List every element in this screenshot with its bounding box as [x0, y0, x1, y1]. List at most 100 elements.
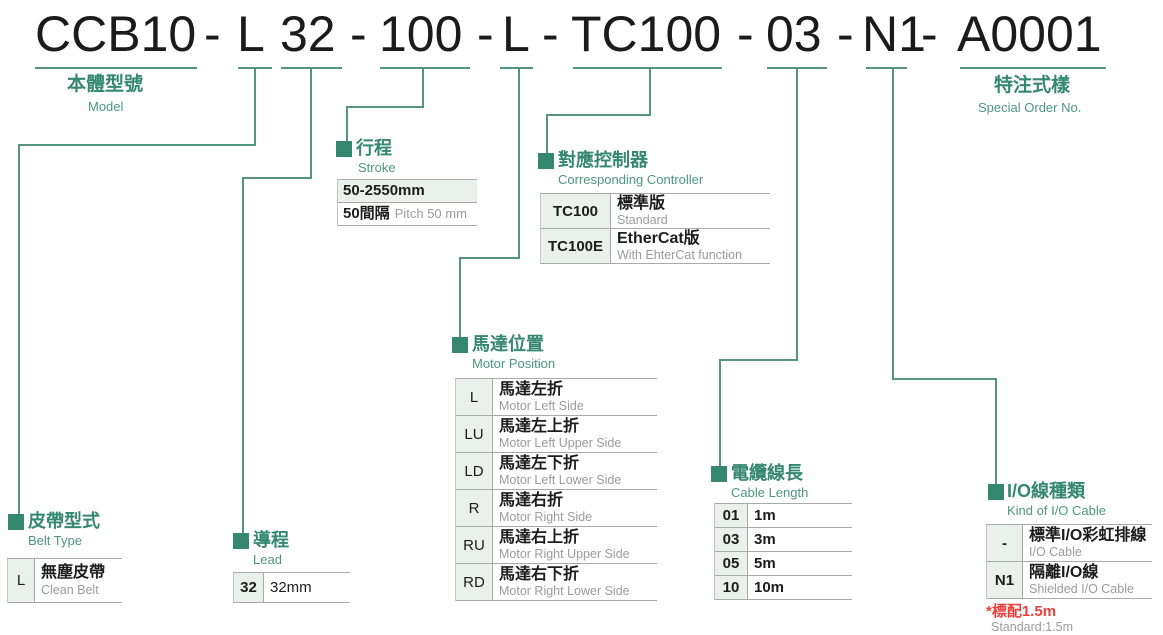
connector-line: [35, 67, 197, 69]
lead-title: 導程: [253, 530, 289, 550]
lead-table: 32 32mm: [233, 572, 350, 603]
table-row: L 馬達左折 Motor Left Side: [456, 379, 657, 416]
connector-line: [573, 67, 722, 69]
motor-desc-en: Motor Left Side: [499, 399, 584, 413]
lead-desc: 32mm: [270, 578, 312, 596]
model-dash: -: [350, 6, 367, 62]
connector-line: [546, 114, 651, 116]
stroke-table: 50-2550mm 50間隔 Pitch 50 mm: [337, 179, 477, 226]
model-segment-lead: 32: [280, 6, 336, 62]
motor-desc-zh: 馬達左折: [499, 380, 564, 398]
lead-code: 32: [234, 573, 264, 602]
model-dash: -: [737, 6, 754, 62]
model-dash: -: [542, 6, 559, 62]
io-standard-note: *標配1.5m: [986, 603, 1057, 620]
model-dash: -: [477, 6, 494, 62]
connector-line: [649, 67, 651, 116]
table-row: R 馬達右折 Motor Right Side: [456, 490, 657, 527]
belt-code: L: [8, 559, 35, 602]
cable-desc: 5m: [754, 554, 776, 572]
connector-line: [796, 67, 798, 361]
cable-length-title: 電纜線長: [731, 463, 803, 483]
table-row: 01 1m: [715, 504, 852, 528]
motor-code: RD: [456, 564, 493, 600]
model-segment-io: N1: [862, 6, 926, 62]
connector-line: [459, 257, 461, 337]
io-code: -: [987, 525, 1023, 561]
table-row: RD 馬達右下折 Motor Right Lower Side: [456, 564, 657, 601]
connector-line: [242, 177, 244, 533]
cable-desc: 1m: [754, 506, 776, 524]
table-row: L 無塵皮帶 Clean Belt: [8, 559, 122, 603]
section-marker-icon: [452, 337, 468, 353]
table-row: - 標準I/O彩虹排線 I/O Cable: [987, 525, 1152, 562]
connector-line: [995, 378, 997, 484]
io-standard-note-en: Standard:1.5m: [991, 620, 1073, 634]
motor-code: LU: [456, 416, 493, 452]
motor-desc-en: Motor Right Lower Side: [499, 584, 630, 598]
special-order-title: 特注式樣: [994, 75, 1071, 96]
controller-code: TC100E: [541, 229, 611, 263]
table-row: TC100 標準版 Standard: [541, 194, 770, 229]
controller-desc-zh: EtherCat版: [617, 229, 700, 247]
table-row: 32 32mm: [234, 573, 350, 603]
connector-line: [719, 359, 721, 466]
motor-desc-zh: 馬達左上折: [499, 417, 580, 435]
connector-line: [518, 67, 520, 259]
model-dash: -: [837, 6, 854, 62]
cable-desc: 3m: [754, 530, 776, 548]
connector-line: [866, 67, 907, 69]
table-row: RU 馬達右上折 Motor Right Upper Side: [456, 527, 657, 564]
model-segment-special: A0001: [957, 6, 1102, 62]
section-marker-icon: [988, 484, 1004, 500]
motor-desc-en: Motor Right Side: [499, 510, 593, 524]
belt-desc-zh: 無塵皮帶: [41, 564, 106, 582]
controller-code: TC100: [541, 194, 611, 228]
motor-desc-zh: 馬達右上折: [499, 528, 580, 546]
cable-length-table: 01 1m 03 3m 05 5m 10 10m: [714, 503, 852, 600]
model-segment-motor: L: [502, 6, 530, 62]
connector-line: [892, 378, 997, 380]
io-cable-subtitle: Kind of I/O Cable: [1007, 503, 1106, 518]
motor-desc-en: Motor Right Upper Side: [499, 547, 630, 561]
model-dash: -: [921, 6, 938, 62]
stroke-pitch-zh: 50間隔: [343, 205, 390, 223]
motor-desc-en: Motor Left Upper Side: [499, 436, 622, 450]
connector-line: [18, 144, 256, 146]
motor-desc-zh: 馬達左下折: [499, 454, 580, 472]
section-marker-icon: [233, 533, 249, 549]
motor-code: LD: [456, 453, 493, 489]
stroke-range: 50-2550mm: [343, 182, 425, 200]
belt-type-subtitle: Belt Type: [28, 533, 82, 548]
model-segment-body: CCB10: [35, 6, 197, 62]
cable-code: 05: [715, 552, 748, 575]
belt-type-title: 皮帶型式: [28, 511, 100, 531]
io-code: N1: [987, 562, 1023, 598]
motor-code: R: [456, 490, 493, 526]
cable-desc: 10m: [754, 578, 785, 596]
controller-title: 對應控制器: [558, 150, 648, 170]
stroke-subtitle: Stroke: [358, 160, 396, 175]
connector-line: [346, 106, 348, 141]
table-row: LD 馬達左下折 Motor Left Lower Side: [456, 453, 657, 490]
controller-table: TC100 標準版 Standard TC100E EtherCat版 With…: [540, 193, 770, 264]
model-segment-controller: TC100: [571, 6, 722, 62]
controller-desc-en: With EhterCat function: [617, 248, 743, 263]
belt-desc-en: Clean Belt: [41, 582, 99, 597]
motor-desc-en: Motor Left Lower Side: [499, 473, 622, 487]
model-section-subtitle: Model: [88, 99, 124, 114]
table-row: N1 隔離I/O線 Shielded I/O Cable: [987, 562, 1152, 599]
motor-code: RU: [456, 527, 493, 563]
io-desc-en: I/O Cable: [1029, 545, 1082, 559]
connector-line: [719, 359, 798, 361]
stroke-title: 行程: [356, 138, 392, 158]
io-desc-zh: 隔離I/O線: [1029, 563, 1099, 581]
connector-line: [310, 67, 312, 179]
io-cable-title: I/O線種類: [1007, 481, 1086, 501]
motor-position-title: 馬達位置: [472, 334, 544, 354]
table-row: 05 5m: [715, 552, 852, 576]
stroke-range-row: 50-2550mm: [338, 180, 477, 203]
connector-line: [346, 106, 424, 108]
section-marker-icon: [8, 514, 24, 530]
